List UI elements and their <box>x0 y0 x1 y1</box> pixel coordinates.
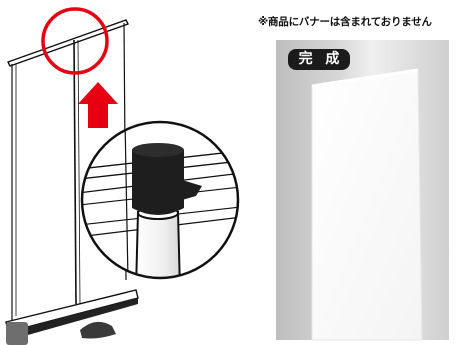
up-arrow-icon <box>78 82 118 128</box>
highlight-circle-icon <box>41 7 109 75</box>
zoom-detail <box>80 120 240 280</box>
support-pole <box>73 39 77 305</box>
notice-text: ※商品にバナーは含まれておりません <box>258 16 432 28</box>
completed-stand-photo <box>276 40 449 341</box>
top-bar <box>7 19 129 67</box>
completed-badge: 完 成 <box>288 49 350 70</box>
banner-panel <box>311 69 423 341</box>
stand-base <box>5 289 139 345</box>
banner-stand-drawing <box>5 19 139 345</box>
